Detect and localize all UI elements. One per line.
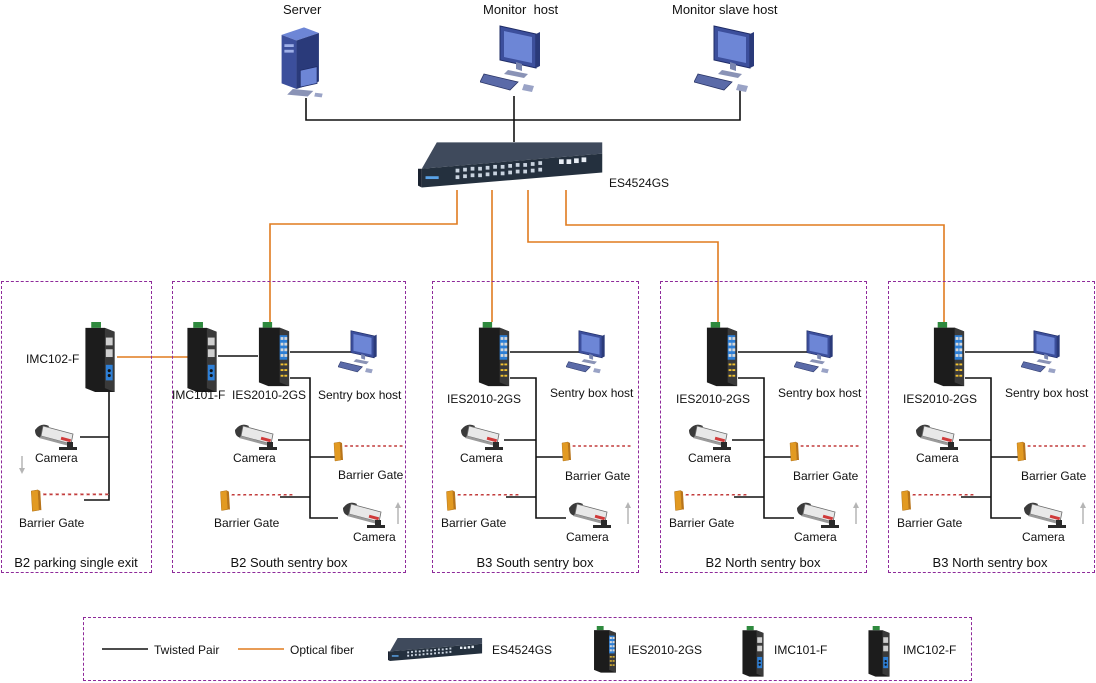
- switch-label: IES2010-2GS: [447, 392, 522, 406]
- fiber-link-b2-north: [527, 190, 719, 322]
- core-switch-label: ES4524GS: [609, 176, 670, 190]
- zone-b3-north: [888, 281, 1095, 573]
- camera-label: Camera: [566, 530, 609, 544]
- converter-label: IMC102-F: [26, 352, 80, 366]
- sentry-host-label: Sentry box host: [1005, 386, 1089, 400]
- camera-label: Camera: [916, 451, 959, 465]
- legend-optical-fiber-label: Optical fiber: [290, 643, 355, 657]
- zone-title: B3 North sentry box: [932, 555, 1048, 570]
- barrier-gate-label: Barrier Gate: [897, 516, 963, 530]
- barrier-gate-label: Barrier Gate: [793, 469, 859, 483]
- barrier-gate-label: Barrier Gate: [214, 516, 280, 530]
- camera-label: Camera: [1022, 530, 1065, 544]
- camera-label: Camera: [233, 451, 276, 465]
- sentry-host-label: Sentry box host: [778, 386, 862, 400]
- monitor-host-icon: [480, 25, 541, 93]
- device-icons: [19, 25, 1087, 677]
- legend-imc101-label: IMC101-F: [774, 643, 828, 657]
- core-switch-icon: [418, 142, 603, 188]
- link-switch-branch-b3-south: [510, 377, 566, 519]
- link-switch-branch-b2-north: [738, 377, 794, 519]
- sentry-host-label: Sentry box host: [550, 386, 634, 400]
- camera-label: Camera: [35, 451, 78, 465]
- fiber-link-b3-north: [565, 190, 945, 322]
- switch-label: IES2010-2GS: [232, 388, 307, 402]
- barrier-gate-label: Barrier Gate: [19, 516, 85, 530]
- zone-b2-parking-exit: [1, 281, 152, 573]
- direction-arrow-icon: [1080, 502, 1086, 524]
- direction-arrow-icon: [853, 502, 859, 524]
- server-icon: [281, 26, 324, 98]
- barrier-gate-label: Barrier Gate: [338, 468, 404, 482]
- link-server-bus: [305, 90, 741, 121]
- link-switch-branch: [290, 377, 338, 519]
- fiber-link-b2-south: [269, 190, 458, 322]
- camera-label: Camera: [794, 530, 837, 544]
- zone-title: B2 South sentry box: [230, 555, 348, 570]
- sentry-host-label: Sentry box host: [318, 388, 402, 402]
- legend-box: [83, 617, 972, 681]
- zone-b2-south: [172, 281, 406, 573]
- zone-title: B3 South sentry box: [476, 555, 594, 570]
- connection-links: [80, 90, 1035, 650]
- barrier-gate-label: Barrier Gate: [669, 516, 735, 530]
- barrier-gate-label: Barrier Gate: [1021, 469, 1087, 483]
- server-label: Server: [283, 2, 322, 17]
- monitor-slave-host-icon: [694, 25, 755, 93]
- direction-arrow-icon: [395, 502, 401, 524]
- monitor-slave-host-label: Monitor slave host: [672, 2, 778, 17]
- zone-b2-north: [660, 281, 867, 573]
- monitor-host-label: Monitor host: [483, 2, 559, 17]
- camera-label: Camera: [688, 451, 731, 465]
- legend-twisted-pair-label: Twisted Pair: [154, 643, 220, 657]
- zone-b3-south: [432, 281, 639, 573]
- zone-title: B2 North sentry box: [705, 555, 821, 570]
- direction-arrow-icon: [19, 456, 25, 474]
- link-imc102-branch: [84, 392, 110, 501]
- camera-label: Camera: [460, 451, 503, 465]
- switch-label: IES2010-2GS: [903, 392, 978, 406]
- converter-label: IMC101-F: [172, 388, 226, 402]
- switch-label: IES2010-2GS: [676, 392, 751, 406]
- legend-es4524gs-label: ES4524GS: [492, 643, 553, 657]
- link-switch-branch-b3-north: [965, 377, 1021, 519]
- legend-imc102-label: IMC102-F: [903, 643, 957, 657]
- barrier-gate-label: Barrier Gate: [441, 516, 507, 530]
- barrier-gate-label: Barrier Gate: [565, 469, 631, 483]
- legend-ies2010-label: IES2010-2GS: [628, 643, 703, 657]
- direction-arrow-icon: [625, 502, 631, 524]
- zone-title: B2 parking single exit: [14, 555, 138, 570]
- camera-label: Camera: [353, 530, 396, 544]
